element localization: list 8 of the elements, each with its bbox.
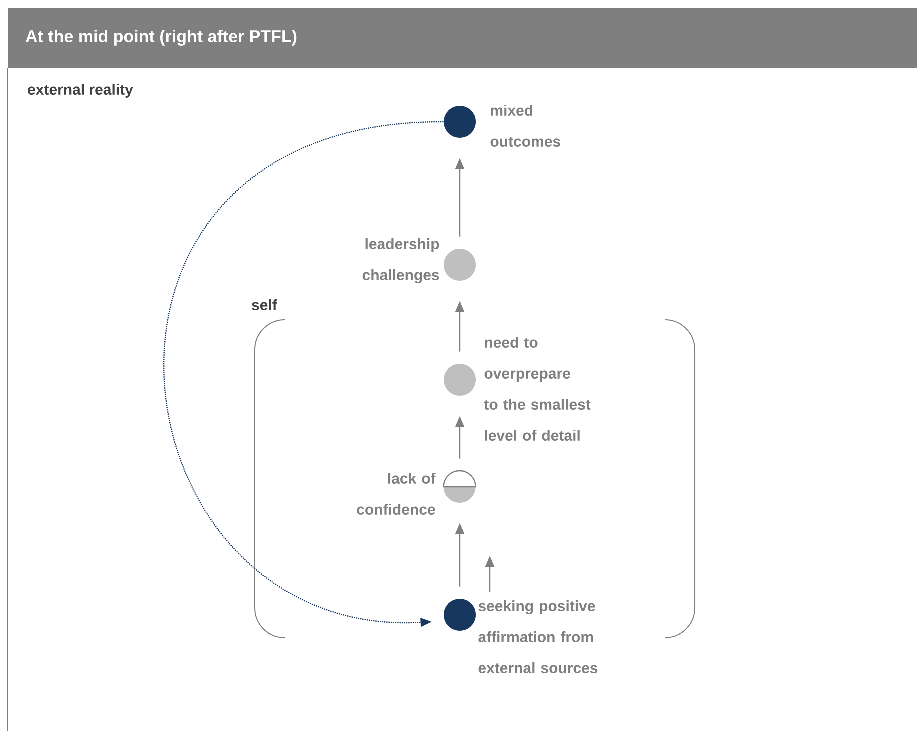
title-bar: At the mid point (right after PTFL): [8, 8, 917, 68]
node-label: lack of confidence: [357, 473, 436, 515]
section-label: external reality: [28, 84, 134, 98]
section-label: self: [252, 299, 278, 310]
node-label: leadership challenges: [362, 238, 440, 284]
node-label: need to overprepare to the smallest level of detail: [484, 337, 591, 441]
node-label: mixed outcomes: [490, 104, 560, 147]
node-label: seeking positive affirmation from external sources: [478, 600, 598, 674]
